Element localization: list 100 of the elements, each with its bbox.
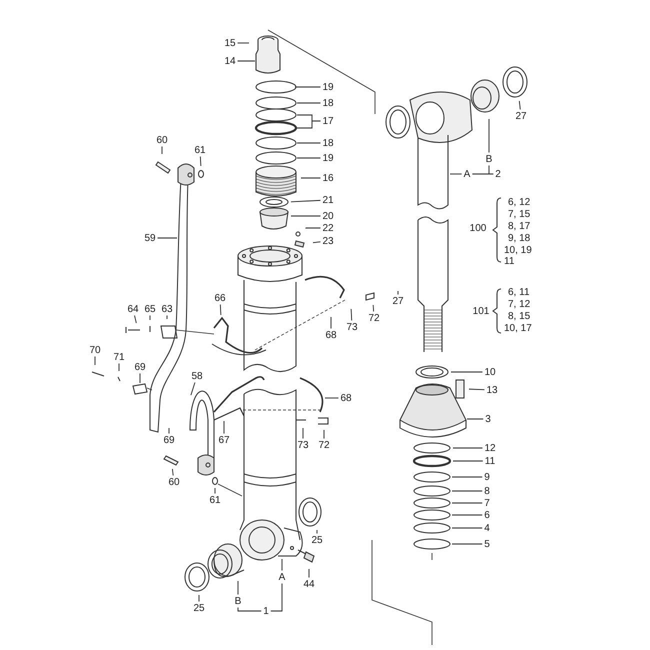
callout-number: 72 xyxy=(367,312,381,324)
connector-line xyxy=(238,607,262,612)
leader-line xyxy=(452,476,483,478)
leader-line xyxy=(452,502,483,504)
callout-number: 61 xyxy=(193,144,207,156)
callout-number: 64 xyxy=(126,304,140,314)
leader-line xyxy=(220,304,222,316)
callout-number: 59 xyxy=(143,232,157,244)
callout-number: 69 xyxy=(133,362,147,372)
callout-number: 23 xyxy=(321,236,335,246)
leader-line xyxy=(294,86,321,88)
assembly-number: 101 xyxy=(472,306,490,317)
leader-line xyxy=(198,594,200,602)
callout-number: 70 xyxy=(88,344,102,356)
leader-line xyxy=(166,315,168,320)
callout-number: 68 xyxy=(324,330,338,340)
callout-number: 73 xyxy=(296,440,310,450)
callout-number: 71 xyxy=(112,352,126,362)
leader-line xyxy=(350,308,352,321)
leader-line xyxy=(237,60,256,62)
callout-number: 61 xyxy=(208,494,222,506)
leader-line xyxy=(290,200,321,202)
callout-number: 25 xyxy=(310,534,324,546)
leader-line xyxy=(330,316,332,329)
part-numbers: 6, 11 xyxy=(507,287,530,298)
callout-number: 67 xyxy=(217,434,231,446)
leader-line xyxy=(134,315,137,324)
part-numbers: 7, 12 xyxy=(507,299,532,310)
leader-line xyxy=(312,241,321,244)
callout-number: 73 xyxy=(345,322,359,332)
callout-number: 17 xyxy=(321,116,335,126)
callout-number: 7 xyxy=(483,498,491,508)
part-numbers: 6, 12 xyxy=(507,197,532,208)
leader-line xyxy=(452,514,483,516)
reference-letter: B xyxy=(234,596,242,606)
leader-line xyxy=(466,418,484,420)
part-numbers: 10, 19 xyxy=(503,245,533,256)
callout-number: 6 xyxy=(483,510,491,520)
callout-number: 20 xyxy=(321,210,335,222)
part-numbers: 10, 17 xyxy=(503,323,533,334)
callout-number: 25 xyxy=(192,602,206,614)
callout-number: 4 xyxy=(483,522,491,534)
connector-line xyxy=(488,165,494,174)
callout-number: 60 xyxy=(155,134,169,146)
assembly-number: 100 xyxy=(468,223,488,234)
callout-number: 65 xyxy=(143,304,157,314)
callout-number: 18 xyxy=(321,98,335,108)
leader-line xyxy=(452,490,483,492)
callout-number: 18 xyxy=(321,138,335,148)
callout-number: 60 xyxy=(167,476,181,488)
callout-number: 14 xyxy=(223,56,237,66)
leader-line xyxy=(316,530,318,534)
reference-letter: B xyxy=(484,154,494,164)
part-numbers: 11 xyxy=(503,256,516,267)
leader-line xyxy=(488,118,490,153)
leader-line xyxy=(302,428,304,439)
connector-line xyxy=(270,583,282,612)
leader-line xyxy=(94,356,96,366)
leader-line xyxy=(118,363,120,372)
callout-number: 21 xyxy=(321,194,335,206)
callout-number: 58 xyxy=(190,370,204,382)
callout-number: 16 xyxy=(321,172,335,184)
callout-number: 1 xyxy=(262,606,270,616)
leader-line xyxy=(190,382,196,396)
leader-line xyxy=(214,488,216,494)
leader-line xyxy=(172,468,174,476)
callout-number: 27 xyxy=(391,296,405,306)
callout-number: 19 xyxy=(321,152,335,164)
callout-number: 10 xyxy=(483,366,497,378)
leader-line xyxy=(200,156,202,166)
leader-line xyxy=(468,388,485,390)
callout-number: 44 xyxy=(302,578,316,590)
part-numbers: 7, 15 xyxy=(507,209,532,220)
callout-number: 8 xyxy=(483,486,491,496)
reference-letter: A xyxy=(462,168,472,180)
callout-number: 69 xyxy=(162,434,176,446)
callout-number: 63 xyxy=(160,304,174,314)
leader-line xyxy=(296,102,321,104)
leader-line xyxy=(168,428,170,434)
callout-number: 68 xyxy=(339,392,353,404)
callout-number: 3 xyxy=(484,414,492,424)
callout-number: 5 xyxy=(483,538,491,550)
callout-number: 9 xyxy=(483,472,491,482)
reference-letter: A xyxy=(278,572,286,582)
callout-number: 15 xyxy=(223,38,237,48)
leader-line xyxy=(237,42,250,44)
leader-line xyxy=(372,304,374,312)
leader-line xyxy=(452,460,484,462)
part-numbers: 9, 18 xyxy=(507,233,532,244)
callout-number: 11 xyxy=(484,456,496,466)
leader-line xyxy=(518,100,521,110)
leader-line xyxy=(308,568,310,578)
callout-number: 19 xyxy=(321,82,335,92)
part-numbers: 8, 15 xyxy=(507,311,532,322)
callout-number: 13 xyxy=(485,384,499,396)
callout-number: 72 xyxy=(317,440,331,450)
leader-line xyxy=(296,142,321,144)
callout-number: 66 xyxy=(213,292,227,304)
leader-line xyxy=(305,228,321,229)
callout-number: 22 xyxy=(321,222,335,234)
